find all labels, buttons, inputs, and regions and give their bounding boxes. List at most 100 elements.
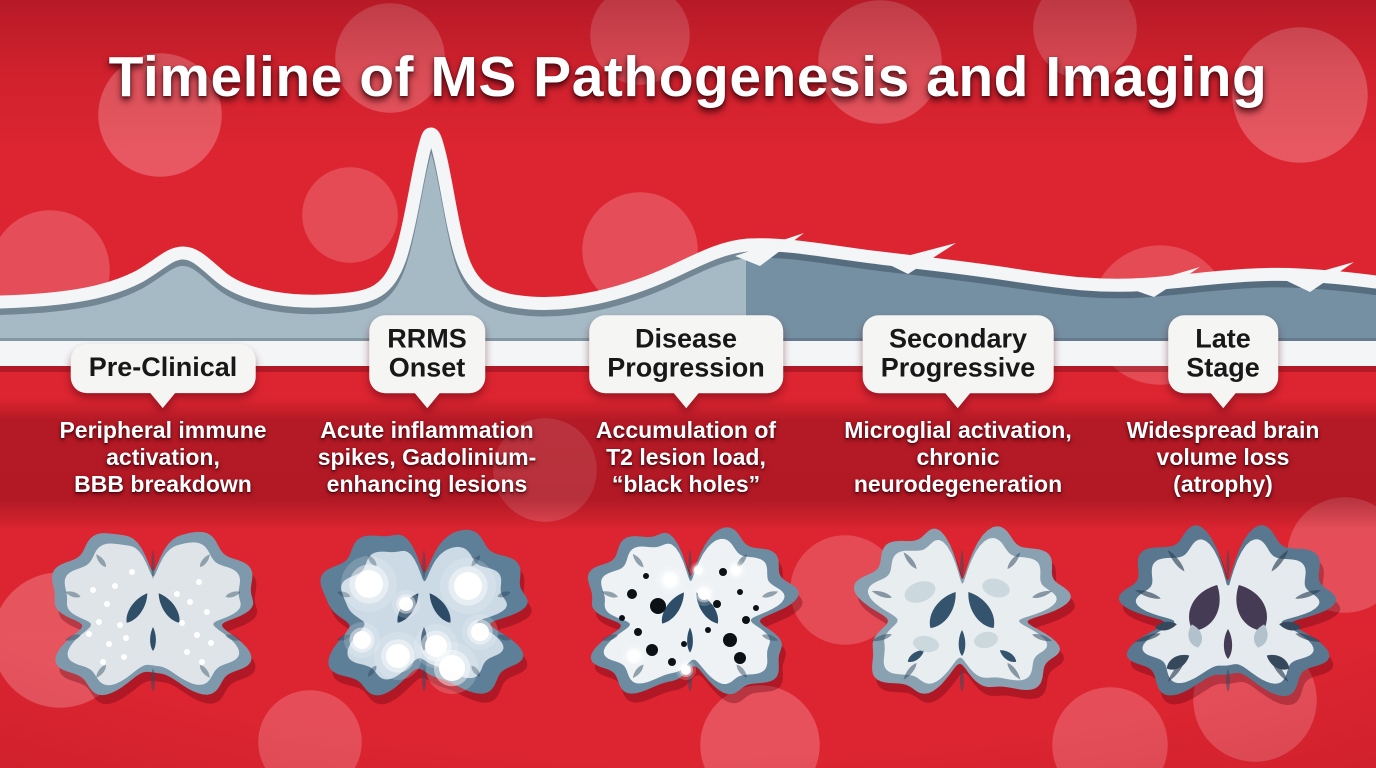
inferior-fissure [1225,668,1231,692]
sulcus-crease [736,664,748,678]
black-hole-lesion [634,628,642,636]
interhemispheric-fissure [151,549,155,579]
small-white-lesion [123,635,129,641]
interhemispheric-fissure [960,549,964,579]
basal-ganglia [1188,624,1203,648]
stage-description-rrms-onset: Acute inflammation spikes, Gadolinium- e… [318,417,537,498]
black-hole-lesion [619,615,625,621]
sulcus-crease [337,591,351,598]
sulcus-crease [225,591,241,598]
sulcus-crease [96,664,107,678]
inferior-fissure [959,668,965,692]
description-line: Accumulation of [595,417,777,443]
sulcus-crease [871,634,892,642]
brain-ventricle [1189,585,1220,631]
small-white-lesion [199,659,205,665]
page-title: Timeline of MS Pathogenesis and Imaging [108,45,1268,109]
brain-ventricle [429,593,451,623]
sulcus-crease [601,634,618,641]
small-white-lesion [174,591,180,597]
basal-ganglia [1253,624,1268,648]
brain-illustration-secondary-progressive [853,526,1075,703]
sulcus-crease [871,590,892,598]
stage-label: Onset [388,352,466,383]
small-white-lesion [104,601,110,607]
ventricle-temporal-horn [1155,621,1177,631]
stage-label: Pre-Clinical [88,352,238,383]
sulcus-crease [601,591,618,598]
sulcus-crease [497,634,511,641]
faint-lesion-smudge [974,631,998,649]
brain-ventricle [958,630,966,656]
brain-parenchyma [1135,539,1320,684]
small-white-lesion [204,609,210,615]
small-white-lesion [184,649,190,655]
brain-ventricle [150,627,156,651]
small-white-lesion [90,587,96,593]
interhemispheric-fissure [1226,549,1230,579]
curve-splash-icon [884,243,956,274]
black-hole-lesion [705,627,711,633]
curve-line [0,127,1376,310]
enhancing-lesion [694,566,702,574]
sulcus-crease [65,591,81,598]
faint-lesion-smudge [913,635,939,653]
black-hole-lesion [737,589,743,595]
black-hole-lesion [681,641,687,647]
description-line: BBB breakdown [74,470,252,497]
stage-description-pre-clinical: Peripheral immune activation, BBB breakd… [59,417,266,498]
black-hole-lesion [713,600,721,608]
sulcus-crease [736,554,748,568]
small-white-lesion [129,569,135,575]
small-white-lesion [112,583,118,589]
small-white-lesion [86,631,92,637]
enhancing-lesion [355,570,383,598]
brain-ventricle [126,593,148,623]
black-hole-lesion [646,644,658,656]
interhemispheric-fissure [422,549,426,579]
small-white-lesion [196,579,202,585]
brain-ventricle [999,650,1017,662]
stage-bubble-pre-clinical: Pre-Clinical [70,344,256,393]
brain-parenchyma [64,542,241,686]
black-hole-lesion [627,589,637,599]
description-line: chronic [916,443,1000,470]
brain-parenchyma [867,538,1057,684]
stage-description-secondary-progressive: Microglial activation, chronic neurodege… [844,417,1072,498]
enhancing-lesion [731,565,741,575]
sulcus-crease [1032,634,1053,642]
description-line: activation, [106,443,220,470]
curve-splash-icon [735,233,804,266]
description-line: (atrophy) [1173,470,1273,497]
enhancing-lesion [628,650,640,662]
small-white-lesion [121,654,127,660]
stage-description-disease-progression: Accumulation of T2 lesion load, “black h… [596,417,776,498]
brain-illustration-disease-progression [587,527,803,704]
faint-lesion-smudge [982,578,1010,598]
brain-illustration-pre-clinical [52,531,258,705]
ventricle-temporal-horn [1166,654,1190,670]
enhancing-lesion [386,644,410,668]
brain-ventricle [158,593,180,623]
small-white-lesion [96,619,102,625]
small-white-lesion [100,659,106,665]
inferior-fissure [150,668,156,692]
black-hole-lesion [643,573,649,579]
sulcus-crease [762,634,779,641]
sulcus-crease [1167,550,1185,572]
black-hole-lesion [734,652,746,664]
stage-label: RRMS [387,323,467,354]
sulcus-crease [96,554,107,568]
brain-ventricle [929,591,956,629]
enhancing-lesion [425,635,447,657]
sulcus-crease [199,554,210,568]
sulcus-crease [632,554,644,568]
stage-label: Late [1195,323,1251,354]
brain-ventricle [1223,629,1233,659]
enhancing-lesion [681,665,691,675]
sulcus-crease [903,552,917,569]
description-line: neurodegeneration [853,470,1063,497]
brain-ventricle [1236,585,1267,631]
stage-label: Progression [607,352,765,383]
